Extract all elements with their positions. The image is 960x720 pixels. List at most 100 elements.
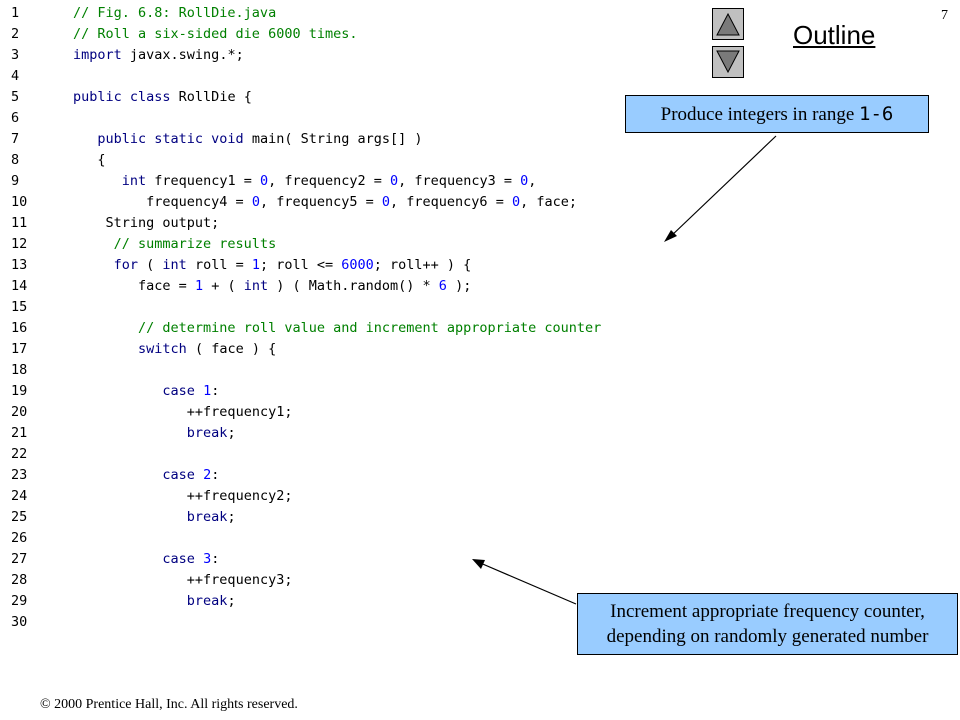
line-number: 14 (11, 278, 28, 294)
code-token: // Fig. 6.8: RollDie.java (73, 5, 277, 21)
line-number: 21 (11, 425, 28, 441)
line-number: 10 (11, 194, 28, 210)
code-token: String output; (105, 215, 220, 231)
code-token: + ( (203, 278, 244, 294)
next-slide-button[interactable] (712, 46, 744, 78)
line-number: 15 (11, 299, 28, 315)
callout-range: Produce integers in range 1-6 (625, 95, 929, 133)
code-token: ); (446, 278, 472, 294)
code-token: main( String args[] ) (243, 131, 423, 147)
code-text: case 1: (73, 381, 219, 402)
line-number: 17 (11, 341, 28, 357)
code-text: // Fig. 6.8: RollDie.java (73, 3, 276, 24)
code-token: ; roll <= (259, 257, 342, 273)
line-number: 5 (11, 89, 20, 105)
code-token: import (73, 47, 122, 63)
code-token: , frequency5 = (259, 194, 382, 210)
code-text: break; (73, 423, 236, 444)
code-token: 0 (381, 194, 391, 210)
code-token: frequency1 = (146, 173, 260, 189)
line-number: 2 (11, 26, 20, 42)
code-text: import javax.swing.*; (73, 45, 244, 66)
code-token: ++frequency3; (186, 572, 293, 588)
code-text: int frequency1 = 0, frequency2 = 0, freq… (73, 171, 537, 192)
code-token: 1 (251, 257, 260, 273)
code-text: for ( int roll = 1; roll <= 6000; roll++… (73, 255, 472, 276)
code-text: switch ( face ) { (73, 339, 276, 360)
arrow-increment (477, 561, 577, 605)
code-token: break (186, 593, 228, 609)
code-text: // determine roll value and increment ap… (73, 318, 601, 339)
line-number: 22 (11, 446, 28, 462)
code-token: frequency4 = (146, 194, 252, 210)
code-token: int (121, 173, 147, 189)
line-number: 4 (11, 68, 20, 84)
code-text: break; (73, 507, 236, 528)
line-number: 20 (11, 404, 28, 420)
line-number: 28 (11, 572, 28, 588)
code-token: int (243, 278, 269, 294)
line-number: 3 (11, 47, 20, 63)
code-token: ; (227, 509, 236, 525)
code-token: face = (138, 278, 195, 294)
code-token: 6000 (341, 257, 374, 273)
code-token: RollDie { (170, 89, 252, 105)
code-token: ; roll++ ) { (373, 257, 472, 273)
code-token: 0 (390, 173, 399, 189)
code-token: case (162, 551, 195, 567)
code-token: ; (227, 593, 236, 609)
code-text: String output; (73, 213, 220, 234)
code-token: 0 (259, 173, 269, 189)
code-text: case 2: (73, 465, 219, 486)
line-number: 9 (11, 173, 20, 189)
line-number: 26 (11, 530, 28, 546)
slide-number: 7 (941, 8, 948, 23)
code-token: 6 (438, 278, 447, 294)
outline-link[interactable]: Outline (793, 20, 876, 50)
code-token: 0 (251, 194, 260, 210)
code-token: roll = (186, 257, 252, 273)
line-number: 8 (11, 152, 20, 168)
code-text: // summarize results (73, 234, 277, 255)
code-token: : (211, 467, 220, 483)
code-token: for (113, 257, 139, 273)
code-text: case 3: (73, 549, 219, 570)
code-token: break (186, 425, 228, 441)
code-token: javax.swing.*; (121, 47, 244, 63)
code-token: 3 (203, 551, 212, 567)
triangle-down-icon (716, 50, 740, 74)
code-token: break (186, 509, 228, 525)
line-number: 30 (11, 614, 28, 630)
line-number: 1 (11, 5, 20, 21)
code-token: ; (227, 425, 236, 441)
arrowhead-range (664, 230, 677, 242)
line-number: 23 (11, 467, 28, 483)
code-text: public static void main( String args[] ) (73, 129, 423, 150)
code-text: break; (73, 591, 236, 612)
code-token: ++frequency1; (186, 404, 293, 420)
arrow-range (668, 135, 777, 239)
code-text: frequency4 = 0, frequency5 = 0, frequenc… (73, 192, 577, 213)
line-number: 16 (11, 320, 28, 336)
previous-slide-button[interactable] (712, 8, 744, 40)
code-token: ) ( Math.random() * (268, 278, 439, 294)
code-token: 0 (511, 194, 521, 210)
code-token: // Roll a six-sided die 6000 times. (73, 26, 358, 42)
triangle-up-icon (716, 12, 740, 36)
callout-range-code: 1-6 (859, 103, 894, 125)
code-token: public class (73, 89, 171, 105)
code-token: 0 (520, 173, 529, 189)
line-number: 25 (11, 509, 28, 525)
code-token: ( (138, 257, 163, 273)
code-text: ++frequency1; (73, 402, 293, 423)
line-number: 29 (11, 593, 28, 609)
code-token: 1 (203, 383, 212, 399)
code-token: int (162, 257, 187, 273)
callout-increment-line1: Increment appropriate frequency counter, (610, 601, 925, 622)
line-number: 24 (11, 488, 28, 504)
code-token: : (211, 383, 220, 399)
code-token: // summarize results (113, 236, 277, 252)
code-text: face = 1 + ( int ) ( Math.random() * 6 )… (73, 276, 471, 297)
code-token: { (97, 152, 106, 168)
